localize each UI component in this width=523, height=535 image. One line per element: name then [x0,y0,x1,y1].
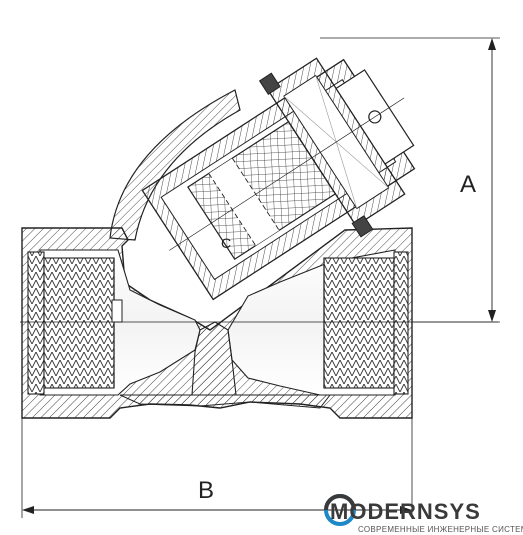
housing-curve [109,89,241,241]
outlet-thread-right [323,251,409,395]
logo-tagline: СОВРЕМЕННЫЕ ИНЖЕНЕРНЫЕ СИСТЕМЫ [358,525,523,534]
dimension-c-label: C [221,235,231,251]
dimension-a-label: A [460,171,476,198]
strainer-housing [141,57,416,301]
dimension-a: A [320,37,500,323]
inlet-thread-left [27,251,123,395]
modernsys-logo: MODERNSYS СОВРЕМЕННЫЕ ИНЖЕНЕРНЫЕ СИСТЕМЫ [324,494,523,534]
logo-name: MODERNSYS [330,499,481,524]
dimension-b-label: B [198,477,214,504]
logo-mark-icon [324,494,356,526]
dimension-b: B [21,418,413,518]
